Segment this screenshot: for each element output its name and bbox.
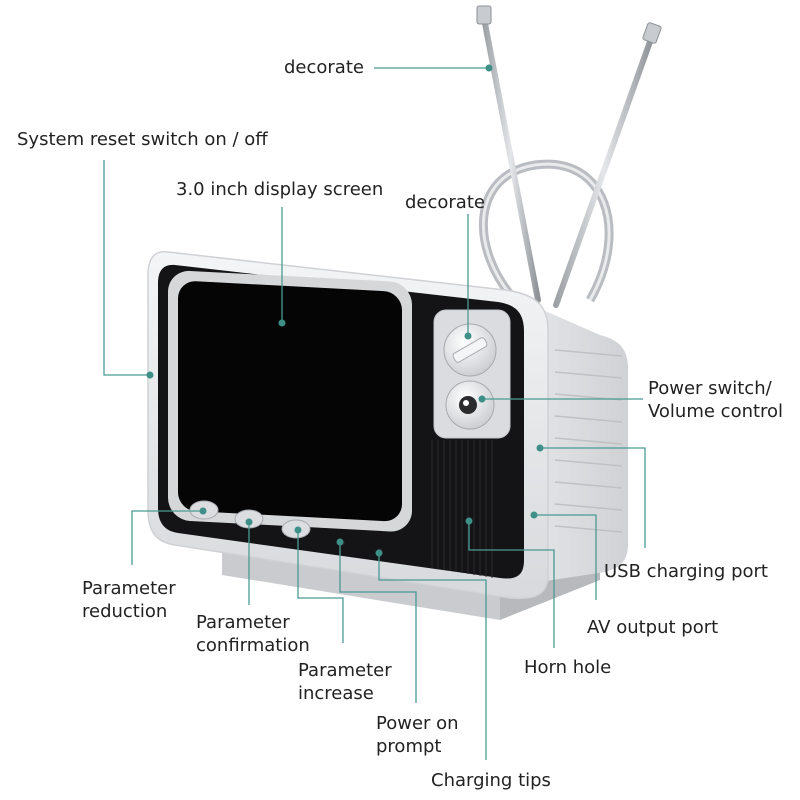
dot-param-reduction <box>199 507 207 515</box>
antenna-left <box>476 5 541 303</box>
label-decorate-knob: decorate <box>405 192 485 213</box>
label-param-confirmation-line1: Parameter <box>196 612 290 633</box>
dot-param-increase <box>294 526 302 534</box>
label-system-reset: System reset switch on / off <box>17 129 268 150</box>
display-screen-glass <box>178 281 402 522</box>
dot-power-switch <box>478 395 486 403</box>
label-decorate-top: decorate <box>284 57 364 78</box>
label-param-reduction-line1: Parameter <box>82 578 176 599</box>
leader-param-increase <box>297 530 344 643</box>
dot-decorate-top <box>485 64 493 72</box>
dot-decorate-knob <box>464 332 472 340</box>
leader-horn-hole <box>468 521 555 648</box>
dot-horn-hole <box>465 517 473 525</box>
dot-charging-tips <box>375 549 383 557</box>
label-power-prompt-line1: Power on <box>376 713 459 734</box>
leader-power-prompt <box>339 542 417 703</box>
label-param-increase-line1: Parameter <box>298 660 392 681</box>
antenna-right <box>553 22 662 308</box>
leader-param-reduction <box>131 510 203 565</box>
label-av-port: AV output port <box>587 617 719 638</box>
label-usb-port: USB charging port <box>604 561 768 582</box>
label-display-screen: 3.0 inch display screen <box>176 179 384 200</box>
label-power-switch-line1: Power switch/ <box>648 378 772 399</box>
tv-front-body <box>147 250 549 600</box>
callout-dots <box>146 64 544 557</box>
dot-av-port <box>530 511 538 519</box>
label-charging-tips: Charging tips <box>431 770 551 791</box>
dot-usb-port <box>536 444 544 452</box>
label-power-switch-line2: Volume control <box>648 401 784 422</box>
leader-usb-port <box>540 447 646 548</box>
label-param-reduction-line2: reduction <box>82 601 168 622</box>
dot-display-screen <box>278 319 286 327</box>
label-param-confirmation-line2: confirmation <box>196 635 310 656</box>
leader-charging-tips <box>378 553 487 760</box>
antenna-loop <box>478 159 614 304</box>
label-param-increase-line2: increase <box>298 683 374 704</box>
label-horn-hole: Horn hole <box>524 657 612 678</box>
label-power-prompt-line2: prompt <box>376 736 442 757</box>
dot-param-confirmation <box>245 518 253 526</box>
dot-system-reset <box>146 371 154 379</box>
leader-av-port <box>534 514 597 600</box>
leader-system-reset <box>103 160 150 376</box>
dot-power-prompt <box>336 538 344 546</box>
leader-lines <box>103 67 646 760</box>
